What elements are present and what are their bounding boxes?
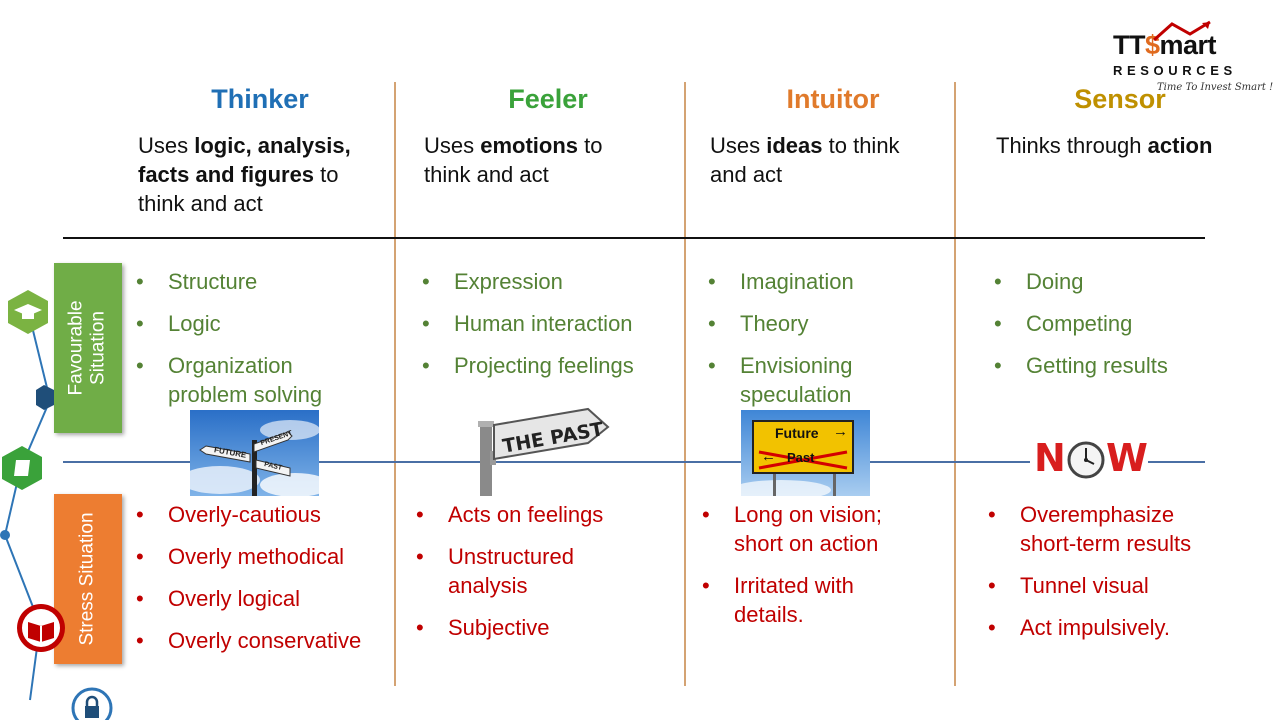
desc-text: Uses (424, 133, 481, 158)
clock-icon (1067, 441, 1105, 479)
now-letter-w: W (1106, 436, 1148, 480)
arrow-right-icon: → (833, 423, 848, 440)
list-item: Organization problem solving (136, 351, 376, 409)
now-clock-image: N W (1030, 436, 1148, 482)
list-item: Irritated with details. (702, 571, 912, 629)
list-item: Overemphasize short-term results (988, 500, 1228, 558)
stress-list-feeler: Acts on feelings Unstructured analysis S… (416, 500, 616, 655)
stress-list-thinker: Overly-cautious Overly methodical Overly… (136, 500, 394, 668)
the-past-sign-image: THE PAST (470, 405, 610, 496)
list-item: Overly conservative (136, 626, 394, 655)
column-desc-sensor: Thinks through action (996, 131, 1256, 160)
stress-situation-tab: Stress Situation (54, 494, 122, 664)
signpost-image: FUTURE PRESENT PAST (190, 410, 319, 496)
list-item: Expression (422, 267, 682, 296)
desc-text: to think and act (424, 133, 603, 187)
lock-icon (71, 687, 113, 720)
list-item: Tunnel visual (988, 571, 1228, 600)
situation-divider (63, 461, 1205, 463)
desc-text: to think and act (138, 162, 339, 216)
column-desc-feeler: Uses emotions to think and act (424, 131, 644, 189)
list-item: Theory (708, 309, 908, 338)
sign-future: Future (775, 425, 819, 441)
future-past-sign-image: Future → ← Past (741, 410, 870, 496)
column-desc-intuitor: Uses ideas to think and act (710, 131, 940, 189)
list-item: Doing (994, 267, 1234, 296)
desc-bold: emotions (480, 133, 579, 158)
column-title-sensor: Sensor (1074, 84, 1166, 114)
logo-roof-icon (1153, 20, 1211, 42)
desc-text: to think and act (710, 133, 900, 187)
desc-bold: ideas (766, 133, 823, 158)
book-icon (2, 446, 42, 490)
list-item: Acts on feelings (416, 500, 616, 529)
header-divider (63, 237, 1205, 239)
list-item: Long on vision; short on action (702, 500, 912, 558)
sign-past: Past (787, 450, 815, 465)
list-item: Act impulsively. (988, 613, 1228, 642)
list-item: Overly logical (136, 584, 394, 613)
now-letter-n: N (1034, 436, 1066, 480)
column-title-thinker: Thinker (211, 84, 309, 114)
stress-situation-label: Stress Situation (77, 512, 99, 646)
arrow-left-icon: ← (761, 448, 776, 465)
logo-tagline: Time To Invest Smart ! (1157, 82, 1274, 93)
logo-brand-suffix: mart (1159, 30, 1217, 60)
desc-text: Uses (138, 133, 195, 158)
list-item: Overly methodical (136, 542, 394, 571)
logo-brand: TT$mart (1113, 30, 1217, 61)
list-item: Overly-cautious (136, 500, 394, 529)
column-desc-thinker: Uses logic, analysis, facts and figures … (138, 131, 378, 218)
list-item: Imagination (708, 267, 908, 296)
list-item: Logic (136, 309, 376, 338)
stress-list-intuitor: Long on vision; short on action Irritate… (702, 500, 912, 642)
list-item: Getting results (994, 351, 1234, 380)
list-item: Structure (136, 267, 376, 296)
list-item: Human interaction (422, 309, 682, 338)
favourable-list-intuitor: Imagination Theory Envisioning speculati… (708, 267, 908, 422)
desc-bold: logic, analysis, facts and figures (138, 133, 351, 187)
list-item: Projecting feelings (422, 351, 682, 380)
favourable-situation-tab: Favourable Situation (54, 263, 122, 433)
favourable-situation-label: Favourable Situation (66, 300, 109, 396)
column-title-feeler: Feeler (508, 84, 588, 114)
column-divider (684, 82, 686, 686)
desc-text: Uses (710, 133, 767, 158)
list-item: Envisioning speculation (708, 351, 908, 409)
favourable-list-thinker: Structure Logic Organization problem sol… (136, 267, 376, 422)
desc-text: Thinks through (996, 133, 1148, 158)
desc-bold: action (1147, 133, 1213, 158)
open-book-icon (17, 604, 65, 652)
list-item: Unstructured analysis (416, 542, 598, 600)
logo-brand-prefix: TT (1113, 30, 1146, 60)
favourable-list-sensor: Doing Competing Getting results (994, 267, 1234, 393)
graduation-cap-icon (8, 290, 48, 334)
logo-subtitle: RESOURCES (1113, 63, 1237, 78)
column-divider (954, 82, 956, 686)
column-divider (394, 82, 396, 686)
column-title-intuitor: Intuitor (786, 84, 880, 114)
stress-list-sensor: Overemphasize short-term results Tunnel … (988, 500, 1228, 655)
list-item: Competing (994, 309, 1234, 338)
list-item: Subjective (416, 613, 616, 642)
favourable-list-feeler: Expression Human interaction Projecting … (422, 267, 682, 393)
